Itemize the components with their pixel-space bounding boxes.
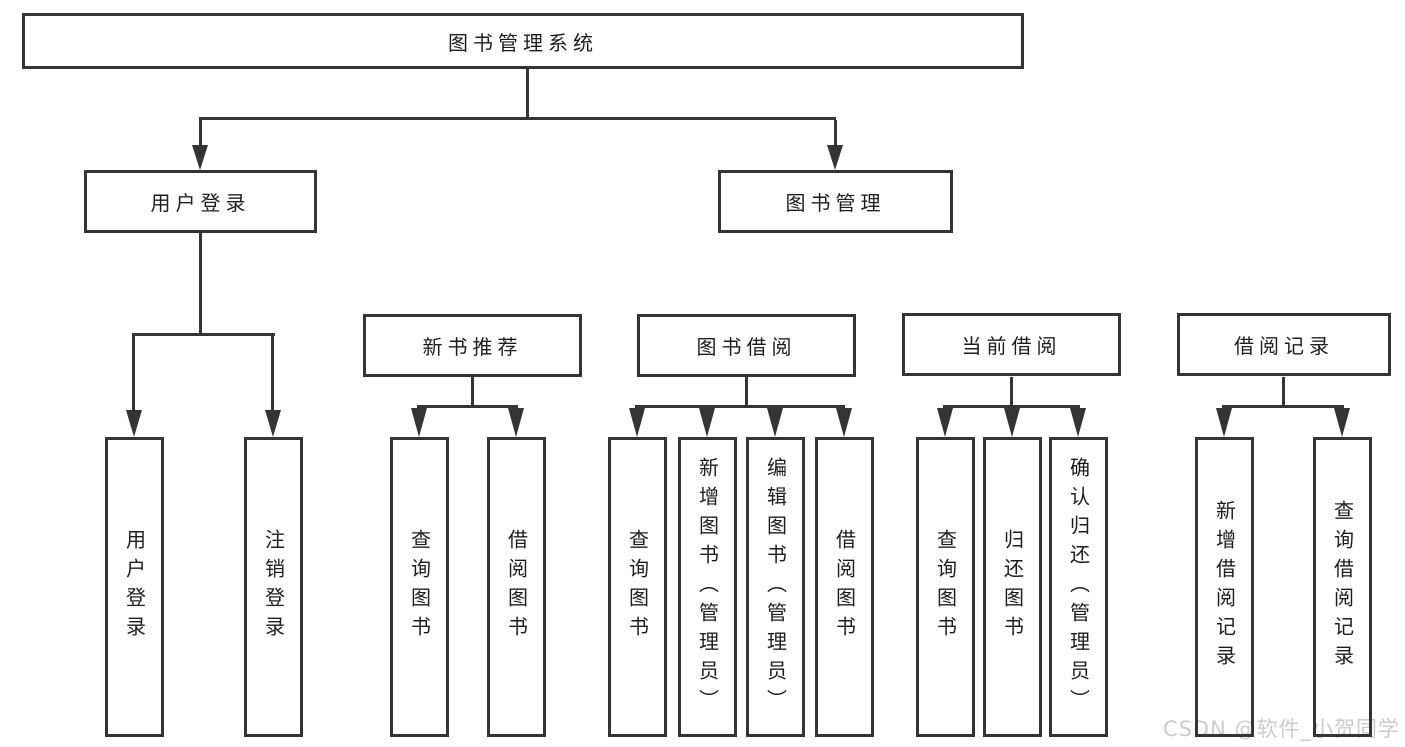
connector-drop-user-login <box>199 120 202 145</box>
arrow-down-icon <box>126 410 142 437</box>
node-current-borrowing-label: 当前借阅 <box>961 334 1062 358</box>
leaf-user-login-label: 用户登录 <box>122 529 147 645</box>
connector-root-crossbar <box>199 117 836 120</box>
leaf-return-books: 归还图书 <box>983 437 1042 737</box>
connector-borrowing-stem <box>745 377 748 405</box>
node-user-login: 用户登录 <box>84 170 317 233</box>
arrow-down-icon <box>827 145 843 170</box>
arrow-down-icon <box>836 408 852 437</box>
connector-user-login-crossbar <box>132 333 275 336</box>
leaf-borrowing-query-books: 查询图书 <box>608 437 667 737</box>
connector-records-crossbar <box>1222 405 1344 408</box>
node-new-book-recommend: 新书推荐 <box>363 314 582 377</box>
connector-borrowing-crossbar <box>635 405 845 408</box>
leaf-current-query-books-label: 查询图书 <box>933 529 958 645</box>
arrow-down-icon <box>767 408 783 437</box>
arrow-down-icon <box>1334 408 1350 437</box>
node-borrow-records-label: 借阅记录 <box>1234 334 1334 358</box>
leaf-borrowing-borrow-books: 借阅图书 <box>815 437 874 737</box>
connector-drop-book-management <box>834 120 837 145</box>
node-user-login-label: 用户登录 <box>150 191 251 215</box>
arrow-down-icon <box>508 408 524 437</box>
arrow-down-icon <box>1070 408 1086 437</box>
leaf-add-books-admin-label: 新增图书（管理员） <box>695 456 720 718</box>
arrow-down-icon <box>1216 408 1232 437</box>
node-library-system: 图书管理系统 <box>22 13 1024 69</box>
connector-drop-leaf <box>271 336 274 410</box>
leaf-add-books-admin: 新增图书（管理员） <box>678 437 737 737</box>
leaf-confirm-return-admin-label: 确认归还（管理员） <box>1066 456 1091 718</box>
leaf-logout-label: 注销登录 <box>261 529 286 645</box>
node-library-system-label: 图书管理系统 <box>448 30 598 55</box>
leaf-add-borrow-record: 新增借阅记录 <box>1195 437 1254 737</box>
arrow-down-icon <box>192 145 208 170</box>
node-book-borrowing-label: 图书借阅 <box>696 335 797 359</box>
leaf-current-query-books: 查询图书 <box>916 437 975 737</box>
arrow-down-icon <box>629 408 645 437</box>
leaf-recommend-query-books: 查询图书 <box>390 437 449 737</box>
node-book-management: 图书管理 <box>718 170 953 233</box>
node-new-book-recommend-label: 新书推荐 <box>422 335 523 359</box>
connector-current-crossbar <box>943 405 1080 408</box>
connector-drop-leaf <box>132 336 135 410</box>
leaf-return-books-label: 归还图书 <box>1000 529 1025 645</box>
node-current-borrowing: 当前借阅 <box>902 313 1121 376</box>
node-borrow-records: 借阅记录 <box>1177 313 1391 376</box>
leaf-edit-books-admin: 编辑图书（管理员） <box>746 437 805 737</box>
leaf-add-borrow-record-label: 新增借阅记录 <box>1212 500 1237 674</box>
connector-records-stem <box>1282 377 1285 405</box>
csdn-watermark: CSDN @软件_小贺同学 <box>1162 717 1400 741</box>
node-book-borrowing: 图书借阅 <box>637 314 856 377</box>
arrow-down-icon <box>937 408 953 437</box>
leaf-user-login: 用户登录 <box>105 437 164 737</box>
arrow-down-icon <box>411 408 427 437</box>
leaf-confirm-return-admin: 确认归还（管理员） <box>1049 437 1108 737</box>
node-book-management-label: 图书管理 <box>785 191 886 215</box>
leaf-recommend-query-books-label: 查询图书 <box>407 529 432 645</box>
leaf-logout: 注销登录 <box>244 437 303 737</box>
connector-root-stem <box>526 69 529 117</box>
leaf-recommend-borrow-books: 借阅图书 <box>487 437 546 737</box>
leaf-edit-books-admin-label: 编辑图书（管理员） <box>763 456 788 718</box>
leaf-query-borrow-record-label: 查询借阅记录 <box>1330 500 1355 674</box>
leaf-recommend-borrow-books-label: 借阅图书 <box>504 529 529 645</box>
leaf-borrowing-query-books-label: 查询图书 <box>625 529 650 645</box>
connector-current-stem <box>1010 377 1013 405</box>
connector-user-login-stem <box>199 233 202 333</box>
leaf-borrowing-borrow-books-label: 借阅图书 <box>832 529 857 645</box>
arrow-down-icon <box>265 410 281 437</box>
arrow-down-icon <box>699 408 715 437</box>
connector-recommend-stem <box>471 377 474 405</box>
leaf-query-borrow-record: 查询借阅记录 <box>1313 437 1372 737</box>
connector-recommend-crossbar <box>417 405 518 408</box>
arrow-down-icon <box>1004 408 1020 437</box>
